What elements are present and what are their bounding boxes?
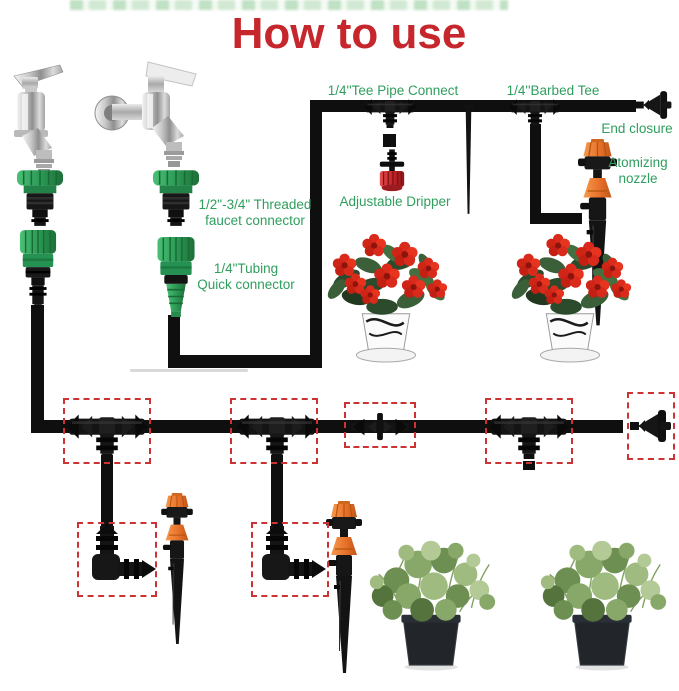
highlight-box-tee1 — [63, 398, 151, 464]
herb-plant-2 — [528, 524, 676, 674]
highlight-box-tee2 — [230, 398, 318, 464]
label-atomizing-nozzle: Atomizing nozzle — [608, 155, 668, 186]
tube-shadow — [130, 369, 248, 372]
tubing-drop-barbed-tee — [530, 124, 541, 224]
flower-pot-1 — [306, 218, 466, 366]
tee3-stub — [523, 461, 535, 470]
highlight-box-coupling — [344, 402, 416, 448]
support-stake-icon — [462, 100, 475, 222]
tubing-to-nozzle — [530, 213, 582, 224]
tubing-drop-faucet1 — [31, 305, 44, 433]
tubing-horizontal-faucet2 — [168, 355, 322, 368]
highlight-box-elbow2 — [251, 522, 329, 597]
faucet-2-icon — [92, 58, 202, 168]
threaded-faucet-connector-2-icon — [152, 170, 200, 228]
adjustable-dripper-icon — [377, 148, 407, 194]
tubing-drop-tee2 — [271, 455, 283, 527]
herb-plant-1 — [357, 524, 505, 674]
label-adjustable-dripper: Adjustable Dripper — [339, 194, 451, 209]
label-tubing-quick-connector: 1/4"Tubing Quick connector — [197, 261, 295, 292]
tubing-drop-faucet2 — [168, 315, 180, 368]
faucet-1-icon — [0, 62, 80, 177]
highlight-box-elbow1 — [77, 522, 157, 597]
tubing-riser — [310, 100, 322, 367]
dripper-adapter — [383, 134, 396, 147]
atomizing-nozzle-stake-1-icon — [160, 493, 194, 651]
tubing-drop-tee1 — [101, 455, 113, 527]
page-title: How to use — [231, 9, 467, 58]
end-closure-top-icon — [636, 86, 674, 124]
cropped-text-strip — [70, 0, 508, 10]
highlight-box-tee3 — [485, 398, 573, 464]
highlight-box-end-closure — [627, 392, 675, 460]
label-tee-pipe-connect: 1/4''Tee Pipe Connect — [327, 83, 459, 98]
label-end-closure: End closure — [601, 121, 673, 136]
threaded-faucet-connector-1-icon — [16, 170, 64, 228]
quick-connector-1-icon — [16, 230, 60, 308]
label-barbed-tee: 1/4''Barbed Tee — [506, 83, 600, 98]
flower-pot-2 — [490, 218, 650, 366]
tubing-main-line — [31, 420, 623, 433]
label-threaded-faucet-connector: 1/2"-3/4" Threaded faucet connector — [198, 197, 312, 228]
